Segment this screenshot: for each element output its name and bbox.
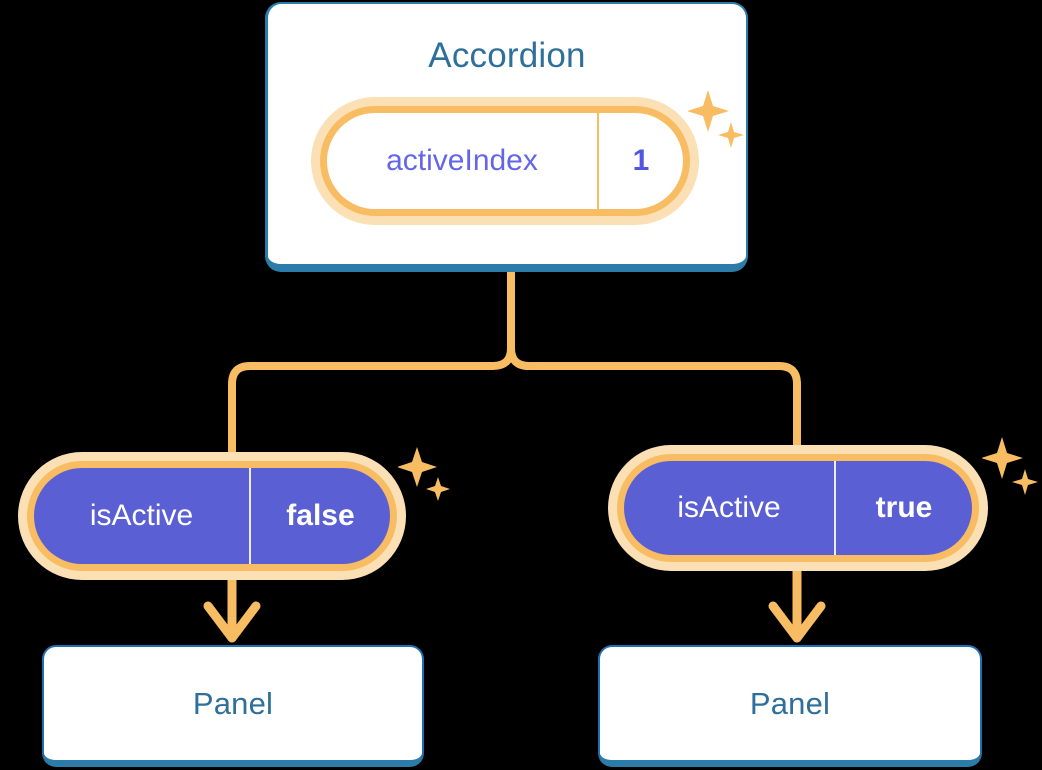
pill-value-label: 1	[632, 144, 650, 177]
pill-divider	[834, 461, 836, 555]
arrow-head-left	[203, 601, 261, 643]
pill-key-label: activeIndex	[386, 144, 538, 177]
branch-line-left	[228, 268, 515, 456]
pill-value-label: true	[875, 491, 933, 524]
pill-body: activeIndex 1	[327, 113, 683, 209]
pill-divider	[249, 468, 251, 564]
pill-key-label: isActive	[89, 499, 194, 532]
sparkle-icon	[982, 437, 1038, 495]
arrow-head-right	[768, 601, 826, 643]
panel-card-left[interactable]: Panel	[42, 645, 424, 767]
panel-title: Panel	[192, 685, 274, 721]
pill-key-label: isActive	[677, 491, 781, 524]
pill-body: isActive true	[624, 461, 972, 555]
branch-line-right	[507, 268, 801, 456]
accordion-title: Accordion	[428, 36, 586, 75]
panel-card-right[interactable]: Panel	[598, 645, 982, 767]
pill-divider	[597, 113, 599, 209]
sparkle-icon	[398, 447, 450, 501]
panel-title: Panel	[749, 685, 831, 721]
pill-value-label: false	[286, 499, 355, 532]
pill-body: isActive false	[34, 468, 390, 564]
